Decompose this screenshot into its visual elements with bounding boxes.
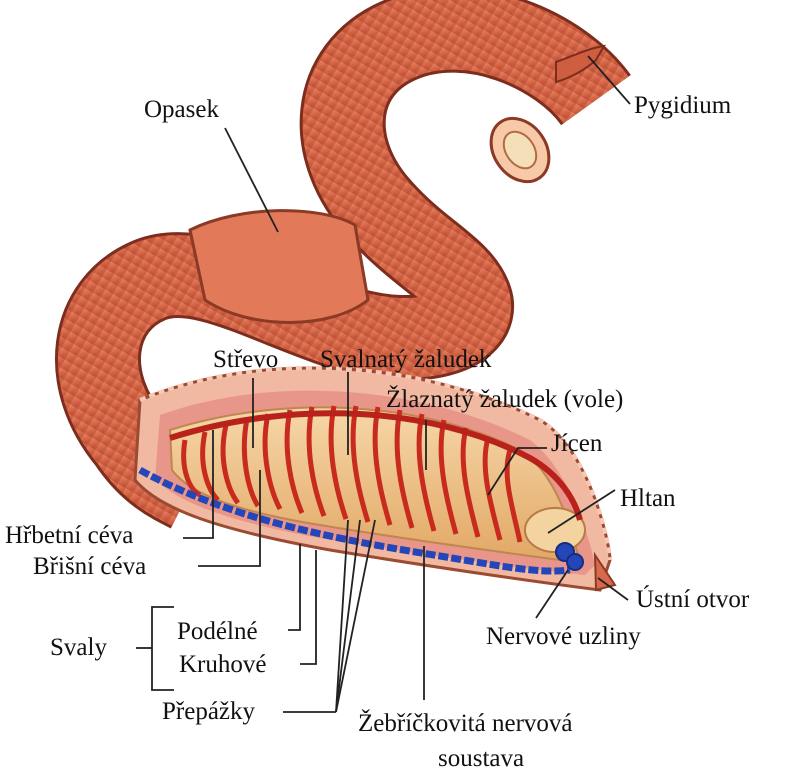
label-ustni-otvor: Ústní otvor <box>636 586 749 614</box>
label-jicen: Jícen <box>551 430 602 458</box>
label-strevo: Střevo <box>213 346 278 374</box>
label-opasek: Opasek <box>144 96 219 124</box>
label-kruhove: Kruhové <box>179 651 266 679</box>
label-hrbetni-ceva: Hřbetní céva <box>5 522 133 550</box>
label-prepazky: Přepážky <box>162 698 255 726</box>
label-brisni-ceva: Břišní céva <box>33 553 146 581</box>
clitellum <box>190 211 368 323</box>
label-zebrickovita-2: soustava <box>438 745 524 773</box>
label-svaly: Svaly <box>50 634 107 662</box>
label-zlaznaty-zaludek: Žlaznatý žaludek (vole) <box>386 386 623 414</box>
label-svalnaty-zaludek: Svalnatý žaludek <box>320 346 491 374</box>
label-hltan: Hltan <box>620 485 676 513</box>
label-podelne: Podélné <box>177 618 258 646</box>
label-pygidium: Pygidium <box>634 92 731 120</box>
label-nervove-uzliny: Nervové uzliny <box>486 623 641 651</box>
label-zebrickovita-1: Žebříčkovitá nervová <box>358 710 573 738</box>
